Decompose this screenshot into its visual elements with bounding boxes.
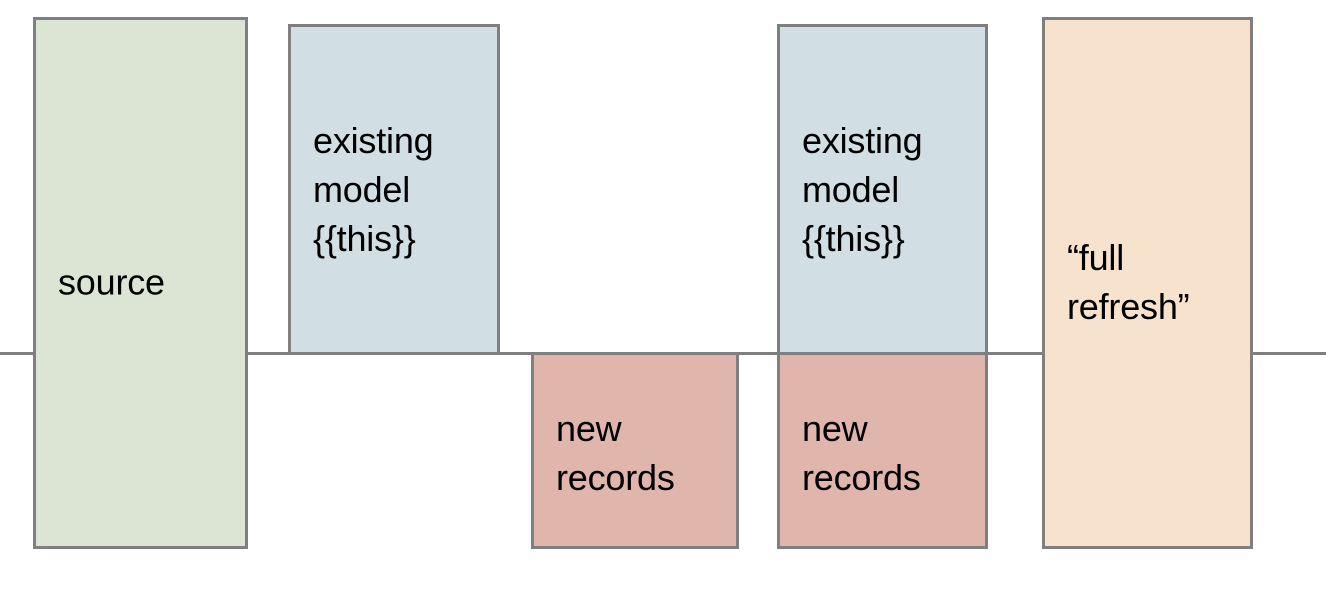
box-full-refresh[interactable]: “full refresh”: [1042, 17, 1253, 549]
box-existing-model-1-label: existing model {{this}}: [313, 120, 434, 259]
box-new-records-1-label: new records: [556, 408, 675, 498]
box-new-records-2-label: new records: [802, 408, 921, 498]
box-source[interactable]: source: [33, 17, 248, 549]
box-full-refresh-label: “full refresh”: [1067, 237, 1190, 327]
box-source-label: source: [58, 261, 165, 303]
box-existing-model-1[interactable]: existing model {{this}}: [288, 24, 500, 355]
box-new-records-1[interactable]: new records: [531, 352, 739, 549]
box-existing-model-2[interactable]: existing model {{this}}: [777, 24, 988, 355]
box-new-records-2[interactable]: new records: [777, 352, 988, 549]
box-existing-model-2-label: existing model {{this}}: [802, 120, 923, 259]
